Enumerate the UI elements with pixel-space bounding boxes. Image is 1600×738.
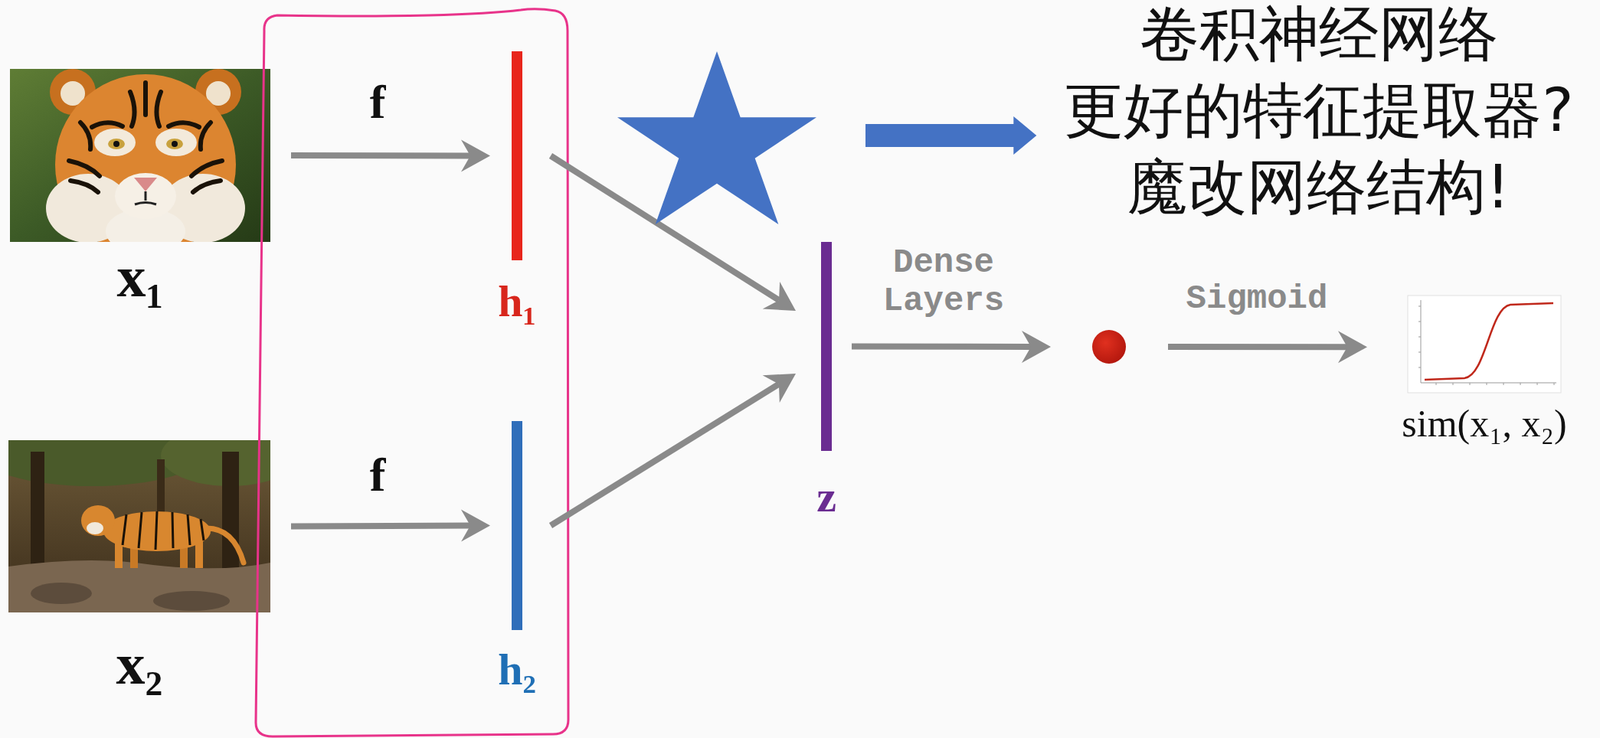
connector	[291, 510, 491, 543]
sigmoid-plot	[1407, 295, 1561, 393]
edge-label-holder: Dense Layers	[867, 243, 1021, 321]
edge-label: f	[369, 448, 387, 501]
tiger-eye	[107, 138, 125, 150]
edge-label-holder: f	[369, 448, 387, 501]
arrowhead	[762, 373, 796, 403]
node-label: x₂	[116, 632, 164, 697]
edge-label-holder: Sigmoid	[1180, 279, 1334, 319]
highlight-frame	[255, 9, 569, 737]
tiger-head	[81, 505, 115, 537]
tiger-body	[103, 511, 211, 552]
node-label: sim(x₁, x₂)	[1401, 402, 1567, 447]
ground	[8, 560, 271, 613]
tiger-eye-patch	[94, 128, 136, 157]
feature-bar: z	[821, 242, 832, 452]
connector-line	[291, 523, 471, 531]
foliage	[160, 440, 271, 487]
plot-node: sim(x₁, x₂)	[1407, 295, 1561, 393]
plot-background	[1407, 295, 1561, 393]
connector	[865, 116, 1037, 155]
tiger-stripes	[68, 82, 223, 193]
feature-bar: h₂	[511, 421, 523, 631]
edge-label-holder: f	[369, 75, 387, 128]
edge-label: Dense Layers	[867, 243, 1021, 321]
connector-line	[1168, 343, 1348, 351]
tiger-photo-2	[8, 440, 271, 613]
tiger-muzzle	[86, 522, 104, 535]
connector-line	[851, 343, 1031, 351]
node-label: h₁	[497, 277, 537, 327]
star-graphic	[617, 51, 817, 225]
connector	[851, 330, 1051, 364]
connector-line	[291, 152, 471, 159]
tree-trunk	[222, 451, 239, 575]
arrowhead	[461, 139, 491, 172]
arrowhead	[461, 510, 491, 543]
tree-trunk	[30, 451, 45, 575]
tiger-pupil	[171, 140, 178, 148]
connector	[291, 139, 491, 172]
label-holder: h₂	[497, 645, 537, 695]
note-text: 卷积神经网络更好的特征提取器?魔改网络结构!	[1063, 0, 1574, 226]
tiger-nose	[134, 177, 158, 192]
tiger-pupil	[113, 140, 120, 148]
sigmoid-curve	[1424, 303, 1554, 380]
label-holder: x₂	[116, 632, 164, 697]
block-arrow	[865, 116, 1037, 155]
feature-bar: h₁	[511, 51, 523, 261]
star-polygon	[617, 51, 817, 225]
arrowhead	[1021, 330, 1051, 364]
rock	[30, 582, 92, 605]
note-line: 魔改网络结构!	[1063, 148, 1574, 226]
tiger-photo-1	[9, 68, 271, 243]
label-holder: h₁	[497, 277, 537, 327]
edge-label: f	[369, 75, 387, 128]
arrowhead	[1338, 330, 1368, 364]
image-node: x₁	[9, 68, 271, 243]
tiger-tail	[206, 528, 244, 563]
label-holder: z	[816, 472, 837, 522]
tiger-mouth	[134, 191, 157, 205]
note-line: 卷积神经网络	[1063, 0, 1574, 72]
node-label: x₁	[117, 245, 164, 310]
star-shape	[617, 51, 817, 225]
edge-label: Sigmoid	[1180, 279, 1334, 319]
node-label: z	[816, 472, 837, 522]
image-node: x₂	[8, 440, 271, 613]
note-line: 更好的特征提取器?	[1063, 71, 1574, 149]
label-holder: sim(x₁, x₂)	[1401, 402, 1567, 447]
tiger-eye	[166, 138, 184, 150]
label-holder: x₁	[117, 245, 164, 310]
output-dot	[1092, 330, 1126, 364]
tiger-stripes	[122, 511, 204, 550]
connector	[1168, 330, 1368, 364]
connector-line	[550, 384, 779, 527]
plot-axes	[1420, 300, 1557, 383]
tiger-muzzle	[114, 173, 177, 220]
connector	[550, 373, 796, 527]
arrowhead	[762, 281, 796, 311]
node-label: h₂	[497, 645, 537, 695]
tiger-eye-patch	[155, 128, 197, 157]
rock	[153, 591, 230, 612]
